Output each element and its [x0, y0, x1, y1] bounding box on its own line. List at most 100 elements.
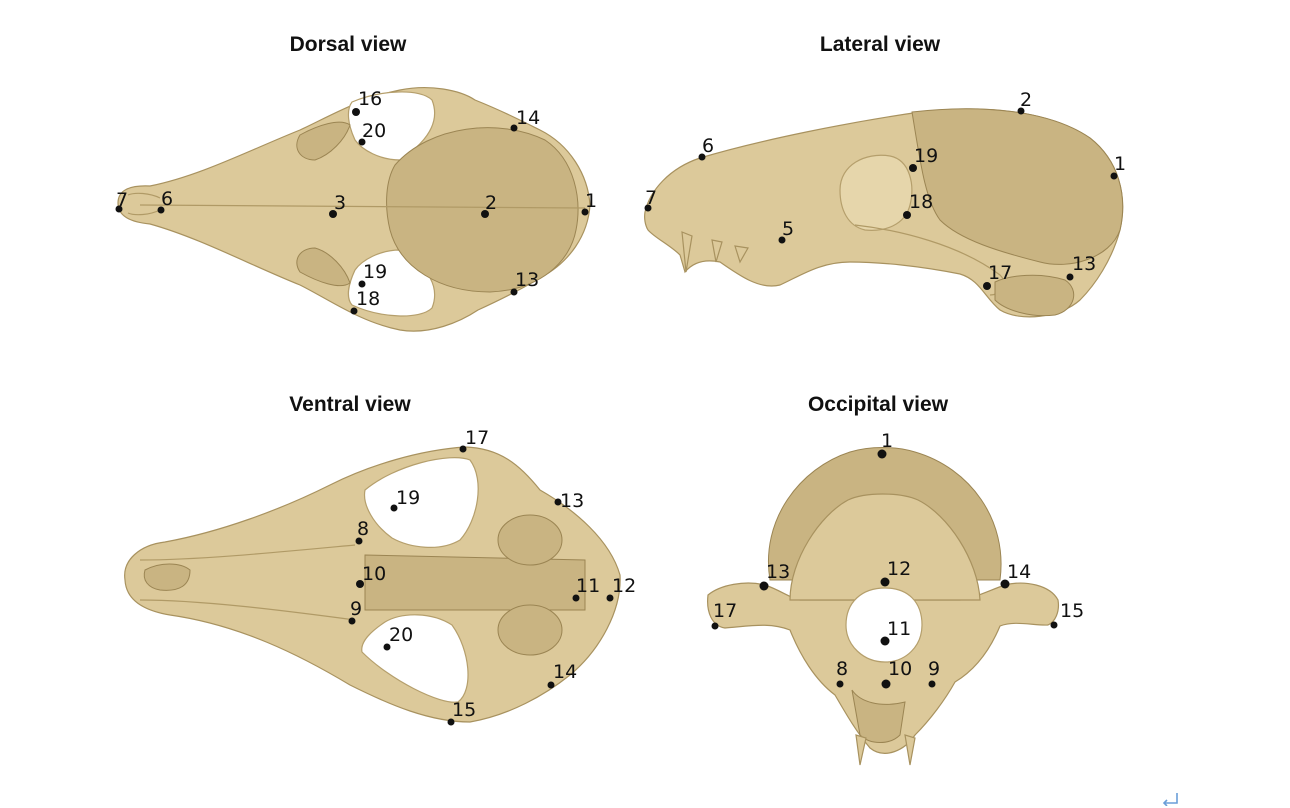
landmark-dot: [358, 280, 366, 288]
landmark-label: 13: [766, 561, 790, 583]
landmark-dot: [390, 504, 398, 512]
landmark-dot: [356, 580, 364, 588]
landmark-dot: [355, 537, 363, 545]
landmark-dot: [881, 679, 891, 689]
landmark-dot: [759, 581, 769, 591]
dorsal-skull-drawing: [117, 87, 591, 332]
landmark-label: 16: [358, 88, 382, 110]
landmark-dot: [510, 288, 518, 296]
landmark-label: 19: [363, 261, 387, 283]
landmark-label: 13: [560, 490, 584, 512]
landmark-label: 10: [362, 563, 386, 585]
landmark-dot: [350, 307, 358, 315]
landmark-dot: [1050, 621, 1058, 629]
occipital-view-panel: Occipital view 1 13 12 14 15 17 11 8: [707, 393, 1084, 766]
landmark-dot: [1000, 579, 1010, 589]
lateral-view-title: Lateral view: [820, 33, 941, 56]
landmark-dot: [547, 681, 555, 689]
landmark-dot: [880, 636, 890, 646]
landmark-label: 18: [356, 288, 380, 310]
dorsal-landmarks: 16 20 14 7 6 3 2 1 19 13 18: [115, 88, 597, 315]
landmark-label: 17: [713, 600, 737, 622]
lateral-view-panel: Lateral view 2 6 19 1 7 18 5 17: [644, 33, 1126, 318]
landmark-dot: [644, 204, 652, 212]
return-arrow-icon: [1162, 793, 1178, 806]
landmark-label: 9: [350, 598, 362, 620]
landmark-label: 15: [1060, 600, 1084, 622]
landmark-dot: [481, 210, 489, 218]
landmark-label: 6: [161, 188, 173, 210]
landmark-label: 1: [881, 430, 893, 452]
landmark-dot: [698, 153, 706, 161]
landmark-dot: [1017, 107, 1025, 115]
landmark-dot: [1110, 172, 1118, 180]
landmark-label: 18: [909, 191, 933, 213]
landmark-label: 20: [389, 624, 413, 646]
landmark-label: 15: [452, 699, 476, 721]
landmark-label: 2: [1020, 89, 1032, 111]
landmark-dot: [606, 594, 614, 602]
occipital-landmarks: 1 13 12 14 15 17 11 8 10 9: [711, 430, 1084, 689]
landmark-dot: [459, 445, 467, 453]
ventral-landmarks: 17 19 13 8 10 11 12 9 20 14 15: [348, 427, 636, 726]
landmark-dot: [836, 680, 844, 688]
landmark-label: 7: [116, 189, 128, 211]
landmark-label: 19: [914, 145, 938, 167]
landmark-label: 1: [585, 190, 597, 212]
landmark-dot: [329, 210, 337, 218]
landmark-dot: [352, 108, 360, 116]
landmark-label: 11: [887, 618, 911, 640]
landmark-label: 5: [782, 218, 794, 240]
landmark-dot: [581, 208, 589, 216]
landmark-label: 12: [887, 558, 911, 580]
landmark-label: 7: [645, 187, 657, 209]
landmark-dot: [903, 211, 911, 219]
landmark-label: 1: [1114, 153, 1126, 175]
landmark-dot: [447, 718, 455, 726]
landmark-label: 10: [888, 658, 912, 680]
landmark-label: 20: [362, 120, 386, 142]
landmark-label: 13: [515, 269, 539, 291]
landmark-label: 17: [988, 262, 1012, 284]
landmark-label: 14: [516, 107, 540, 129]
landmark-label: 19: [396, 487, 420, 509]
landmark-label: 11: [576, 575, 600, 597]
landmark-label: 2: [485, 192, 497, 214]
landmark-dot: [909, 164, 917, 172]
landmark-dot: [348, 617, 356, 625]
ventral-view-panel: Ventral view 17 19 13 8 10 11 12: [124, 393, 636, 726]
occipital-view-title: Occipital view: [808, 393, 949, 416]
lateral-landmarks: 2 6 19 1 7 18 5 17 13: [644, 89, 1126, 290]
landmark-label: 6: [702, 135, 714, 157]
ventral-skull-drawing: [124, 446, 621, 723]
landmark-label: 8: [836, 658, 848, 680]
occipital-skull-drawing: [707, 447, 1060, 766]
lateral-skull-drawing: [644, 108, 1124, 318]
landmark-dot: [157, 206, 165, 214]
landmark-dot: [877, 449, 887, 459]
landmark-dot: [510, 124, 518, 132]
landmark-dot: [1066, 273, 1074, 281]
dorsal-view-title: Dorsal view: [290, 33, 407, 56]
landmark-dot: [711, 622, 719, 630]
landmark-label: 17: [465, 427, 489, 449]
landmark-label: 13: [1072, 253, 1096, 275]
landmark-label: 14: [553, 661, 577, 683]
landmark-dot: [572, 594, 580, 602]
landmark-dot: [928, 680, 936, 688]
landmark-label: 9: [928, 658, 940, 680]
landmark-dot: [358, 138, 366, 146]
landmark-dot: [115, 205, 123, 213]
ventral-view-title: Ventral view: [289, 393, 411, 416]
landmark-dot: [383, 643, 391, 651]
landmark-dot: [880, 577, 890, 587]
landmark-label: 14: [1007, 561, 1031, 583]
landmark-label: 8: [357, 518, 369, 540]
landmark-label: 3: [334, 192, 346, 214]
landmark-dot: [778, 236, 786, 244]
dorsal-view-panel: Dorsal view 16 20 14 7 6 3 2: [115, 33, 597, 332]
landmark-label: 12: [612, 575, 636, 597]
landmark-dot: [983, 282, 991, 290]
landmark-dot: [554, 498, 562, 506]
